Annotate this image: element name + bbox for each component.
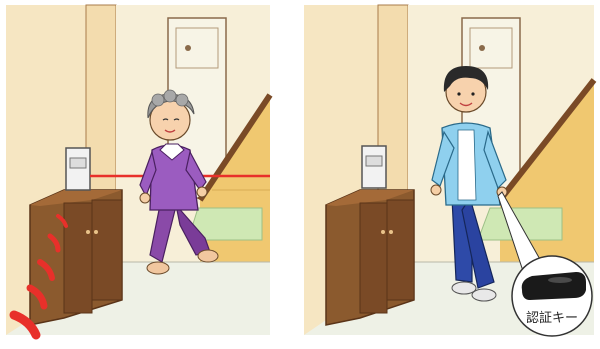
shoe-cabinet xyxy=(326,190,414,325)
panel-divider xyxy=(288,0,302,349)
key-label: 認証キー xyxy=(526,310,578,326)
right-panel: 認証キー xyxy=(304,5,594,336)
sensor-device xyxy=(362,146,386,188)
sensor-device xyxy=(66,148,90,190)
left-panel xyxy=(6,5,270,335)
key-callout: 認証キー xyxy=(512,256,592,336)
